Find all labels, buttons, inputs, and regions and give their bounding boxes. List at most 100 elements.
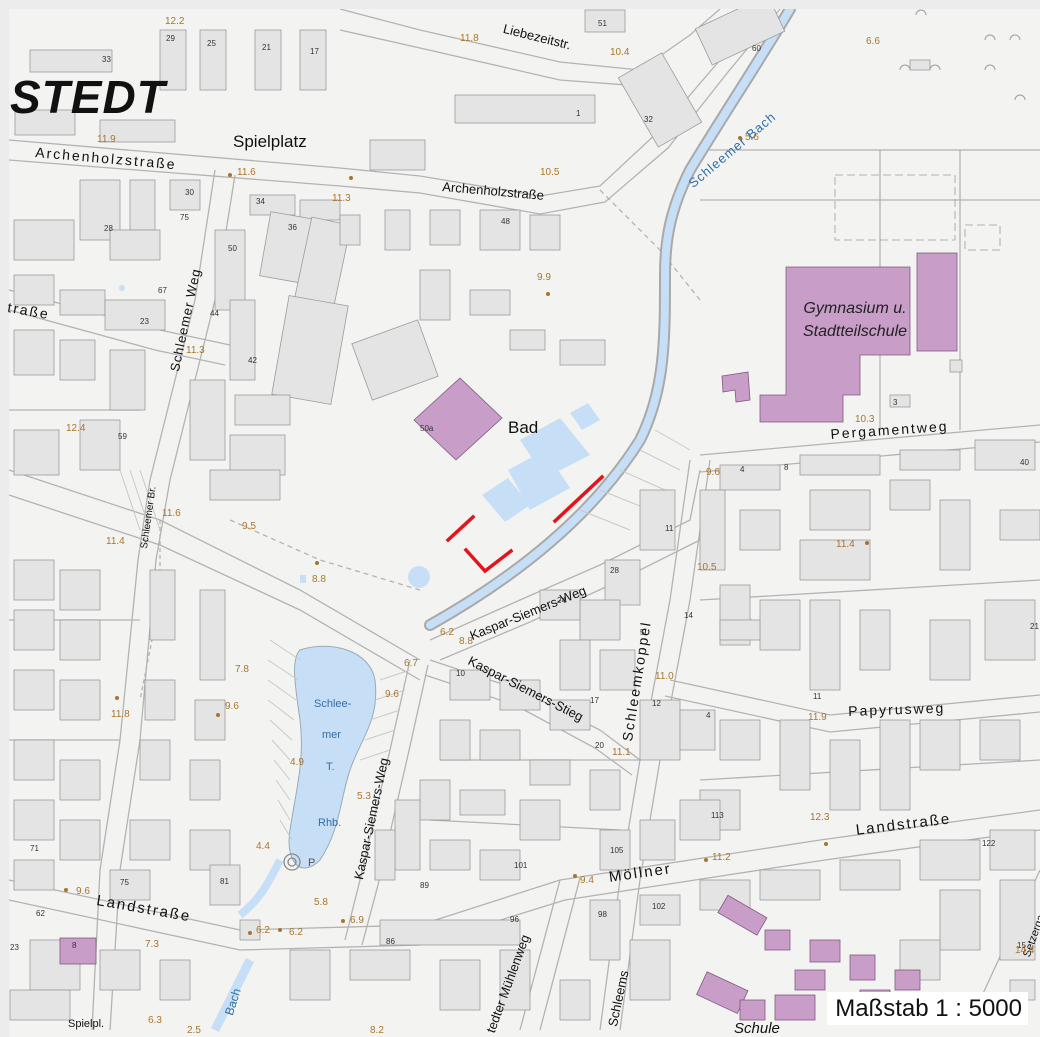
house-number: 50a	[420, 424, 434, 433]
elevation-label: 6.2	[289, 927, 303, 938]
poi-label-gymnasium: Gymnasium u.	[803, 300, 907, 317]
elevation-label: 8.8	[312, 574, 326, 585]
elevation-label: 11.4	[106, 536, 125, 547]
elevation-label: 9.6	[225, 701, 239, 712]
house-number: 59	[118, 432, 127, 441]
elevation-label: 11.4	[836, 539, 855, 550]
house-number: 28	[104, 224, 113, 233]
frame-left-edge	[0, 0, 9, 1037]
house-number: 14	[684, 611, 693, 620]
house-number: 17	[590, 696, 599, 705]
house-number: 71	[30, 844, 39, 853]
elevation-label: 9.6	[385, 689, 399, 700]
house-number: 33	[102, 55, 111, 64]
house-number: 36	[288, 223, 297, 232]
elevation-label: 6.7	[404, 658, 418, 669]
elevation-label: 10.4	[610, 47, 630, 58]
house-number: 75	[180, 213, 189, 222]
house-number: 40	[1020, 458, 1029, 467]
elevation-label: 6.2	[256, 925, 270, 936]
elevation-label: 7.3	[145, 939, 159, 950]
elevation-label: 9.6	[706, 467, 720, 478]
house-number: 8	[784, 463, 789, 472]
poi-label-bad: Bad	[508, 418, 539, 437]
house-number: 21	[262, 43, 271, 52]
house-number: 44	[210, 309, 219, 318]
buildings	[9, 0, 1040, 1021]
house-number: 4	[740, 465, 745, 474]
elevation-label: 12.4	[66, 423, 86, 434]
house-number: 11	[665, 524, 674, 533]
scale-label: Maßstab 1 : 5000	[827, 992, 1028, 1025]
elevation-label: 12.3	[810, 812, 830, 823]
house-number: 17	[310, 47, 319, 56]
elevation-label: 6.2	[440, 627, 454, 638]
elevation-label: 11.9	[97, 134, 116, 145]
house-number: 23	[140, 317, 149, 326]
house-number: 96	[510, 915, 519, 924]
house-number: 102	[652, 902, 666, 911]
elevation-label: 6.6	[866, 36, 880, 47]
house-number: 113	[711, 811, 724, 820]
house-number: 3	[893, 398, 898, 407]
house-number: 21	[1030, 622, 1039, 631]
elevation-label: 10.3	[855, 414, 875, 425]
house-number: 75	[120, 878, 129, 887]
house-number: 25	[207, 39, 216, 48]
elevation-label: 9.4	[580, 875, 594, 886]
elevation-label: 5.8	[314, 897, 328, 908]
elevation-label: 8.2	[370, 1025, 384, 1036]
elevation-label: 9.5	[242, 521, 256, 532]
elevation-label: 14.4	[1015, 945, 1035, 956]
elevation-label: 2.5	[187, 1025, 201, 1036]
embankment-hatching	[119, 429, 691, 841]
house-number: 28	[610, 566, 619, 575]
elevation-label: 4.4	[256, 841, 270, 852]
house-number: 42	[248, 356, 257, 365]
house-number: 50	[228, 244, 237, 253]
water-label-pond-line1: Schlee-	[314, 698, 352, 710]
house-number: 51	[598, 19, 607, 28]
house-number: 34	[256, 197, 265, 206]
tree-symbols	[899, 9, 1026, 101]
house-number: 11	[813, 692, 822, 701]
poi-label-spielplatz: Spielplatz	[233, 132, 307, 151]
elevation-label: 8.8	[459, 636, 473, 647]
water-label-pond-line3: T.	[326, 761, 335, 773]
house-number: 122	[982, 839, 996, 848]
house-number: 81	[220, 877, 229, 886]
house-number: 24	[557, 596, 566, 605]
house-number: 62	[36, 909, 45, 918]
red-markers	[445, 474, 605, 574]
elevation-label: 10.5	[697, 562, 717, 573]
house-number: 29	[166, 34, 175, 43]
house-number: 12	[652, 699, 661, 708]
poi-label-stadtteilschule: Stadtteilschule	[802, 323, 908, 340]
house-number: 15	[1017, 941, 1026, 950]
elevation-label: 11.3	[186, 345, 205, 356]
frame-top-edge	[0, 0, 1040, 9]
elevation-label: 12.2	[165, 16, 185, 27]
elevation-label: 9.9	[537, 272, 551, 283]
elevation-label: 5.6	[745, 132, 759, 143]
public-buildings	[59, 252, 958, 1021]
house-number: 101	[514, 861, 528, 870]
elevation-label: 6.3	[148, 1015, 162, 1026]
house-number: 5	[640, 628, 645, 637]
poi-label-schule: Schule	[734, 1020, 780, 1037]
elevation-label: 6.9	[350, 915, 364, 926]
elevation-label: 10.5	[540, 167, 560, 178]
elevation-label: 5.3	[357, 791, 371, 802]
house-number: 89	[420, 881, 429, 890]
elevation-label: 11.6	[237, 167, 256, 178]
elevation-dots	[64, 136, 869, 935]
elevation-label: 11.8	[111, 709, 130, 720]
elevation-label: 11.2	[712, 852, 731, 863]
district-name: STEDT	[10, 71, 166, 123]
street-label-papyrusweg: Papyrusweg	[847, 699, 946, 719]
house-number: 105	[610, 846, 624, 855]
house-number: 23	[10, 943, 19, 952]
water-label-pond-line2: mer	[322, 729, 341, 741]
house-number: 10	[456, 669, 465, 678]
